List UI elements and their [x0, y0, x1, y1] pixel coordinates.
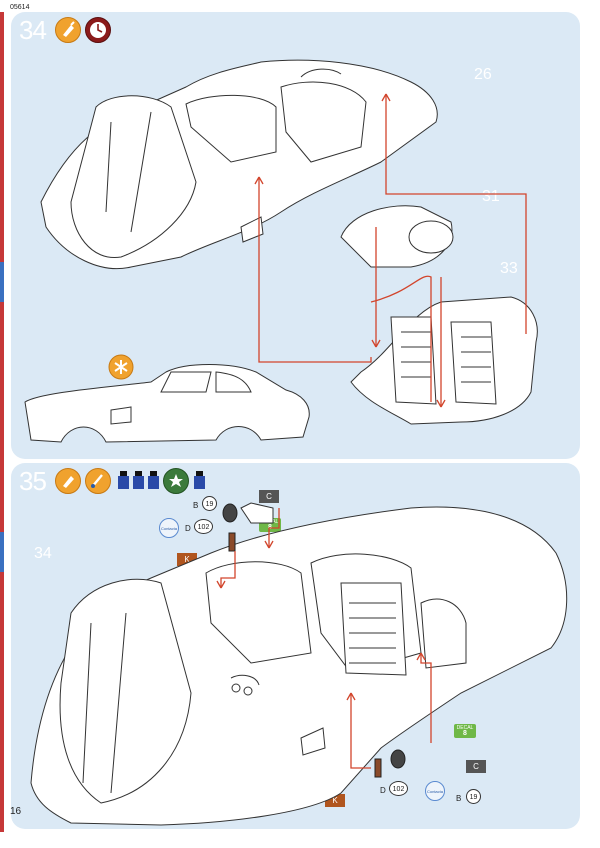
margin-color-strip [0, 12, 4, 832]
glue-brand-badge: Contacta [425, 781, 445, 801]
part-label-26: 26 [474, 66, 492, 83]
car-body-drawing [24, 59, 538, 443]
sprue-letter: B [193, 501, 199, 510]
step-35-number: 35 [19, 466, 47, 496]
sprue-number-badge: 19 [202, 496, 217, 511]
sprue-number-badge: 19 [466, 789, 481, 804]
glue-brand-badge: Contacta [159, 518, 179, 538]
page-number: 16 [10, 806, 22, 817]
step-34-panel: 34 26 31 33 [11, 12, 580, 459]
paint-letter: D [380, 786, 386, 795]
brush-icon [85, 468, 111, 494]
paint-bottle-icon [118, 471, 129, 489]
paint-bottle-icon [194, 471, 205, 489]
product-code: 05614 [10, 4, 30, 11]
part-label-31: 31 [482, 188, 500, 205]
asterisk-icon [108, 354, 134, 380]
glue-icon [55, 468, 81, 494]
part-label-33: 33 [500, 260, 518, 277]
car-interior-drawing [30, 502, 568, 826]
paint-number-badge: 102 [194, 519, 213, 534]
part-label-34: 34 [34, 545, 52, 562]
drying-time-clock-icon [85, 17, 111, 43]
step-34-number: 34 [19, 15, 47, 45]
star-icon [163, 468, 189, 494]
flag-dark-marker: C [466, 760, 486, 773]
sprue-letter: B [456, 794, 462, 803]
flag-dark-marker: C [259, 490, 279, 503]
paint-letter: D [185, 524, 191, 533]
paint-bottle-icon [133, 471, 144, 489]
paint-bottle-icon [148, 471, 159, 489]
paint-number-badge: 102 [389, 781, 408, 796]
glue-icon [55, 17, 81, 43]
